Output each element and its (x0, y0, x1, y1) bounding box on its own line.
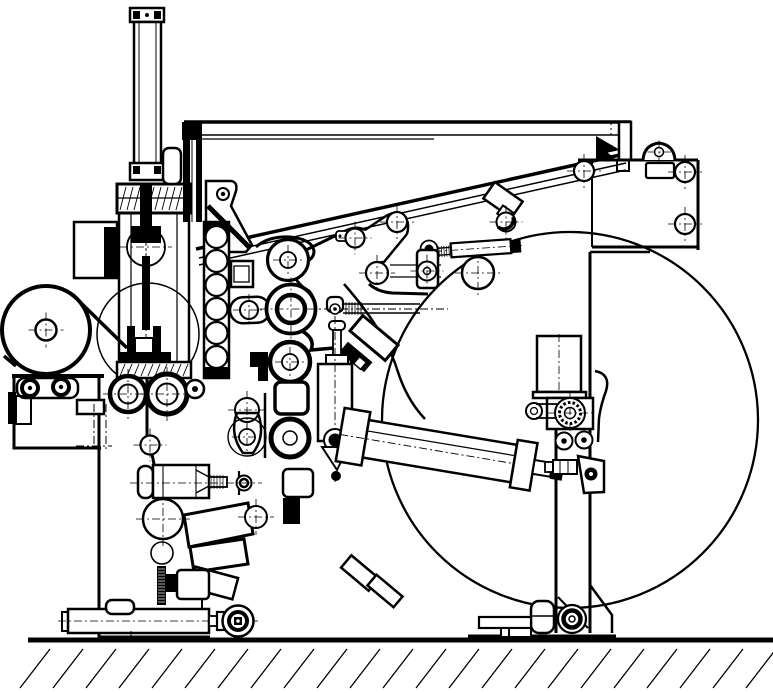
tilt-cylinder (334, 406, 570, 492)
damper (316, 316, 354, 482)
clamp-head (525, 334, 609, 495)
roller-chain (202, 220, 255, 380)
lift-cylinder (128, 6, 183, 186)
nip-rollers (103, 367, 206, 421)
kick-lever (339, 553, 405, 610)
arm-box (567, 140, 702, 254)
upper-cylinder (410, 237, 524, 290)
base-carriage (58, 566, 258, 641)
tilt-lever (339, 313, 401, 373)
press-column (72, 182, 200, 392)
top-beam (182, 120, 633, 222)
diagonal-braces (195, 151, 630, 266)
sensor-bracket (481, 180, 525, 239)
lower-cylinder (130, 463, 262, 500)
guide-rollers (335, 205, 501, 296)
unwind-station (0, 284, 112, 452)
lower-assembly (136, 352, 315, 565)
ground (19, 637, 773, 689)
